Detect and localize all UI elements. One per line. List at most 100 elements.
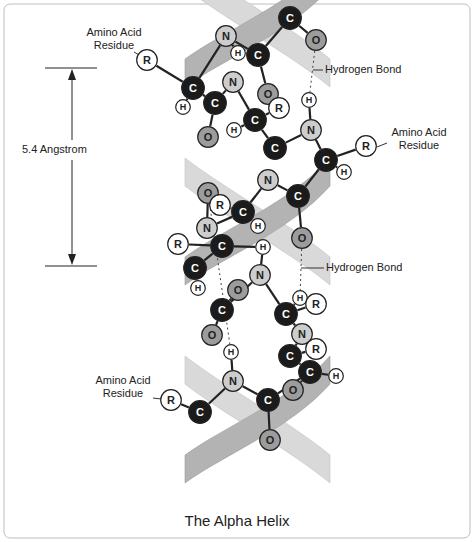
atom-circle: C	[256, 388, 280, 412]
covalent-bond	[199, 45, 220, 78]
atom-symbol: R	[312, 299, 320, 310]
atom-symbol: N	[229, 376, 237, 387]
atom-circle: N	[249, 264, 271, 286]
atom-symbol: C	[211, 98, 219, 109]
covalent-bond	[267, 412, 270, 429]
atom-circle: C	[243, 108, 267, 132]
dimension-arrowhead	[68, 69, 76, 80]
atom-circle: N	[215, 25, 237, 47]
atom-circle: H	[336, 164, 352, 180]
atom-circle: H	[328, 368, 344, 384]
atom-symbol: C	[322, 155, 330, 166]
atom-symbol: C	[294, 191, 302, 202]
atom-symbol: O	[264, 89, 273, 100]
atom-symbol: O	[266, 435, 275, 446]
atom-circle: R	[305, 338, 327, 360]
atom-circle: R	[167, 233, 189, 255]
atom-symbol: O	[298, 233, 307, 244]
atom-symbol: C	[251, 115, 259, 126]
atom-symbol: R	[216, 200, 224, 211]
covalent-bond	[308, 108, 311, 119]
atom-circle: O	[197, 126, 219, 148]
atom-symbol: O	[234, 285, 243, 296]
atom-symbol: R	[362, 141, 370, 152]
atom-symbol: R	[143, 55, 151, 66]
dimension-label: 5.4 Angstrom	[22, 143, 102, 156]
atom-symbol: R	[167, 395, 175, 406]
atom-symbol: N	[222, 31, 230, 42]
atom-symbol: H	[180, 103, 187, 112]
covalent-bond	[210, 115, 212, 126]
covalent-bond	[181, 404, 189, 407]
atom-symbol: N	[229, 77, 237, 88]
atom-symbol: N	[307, 125, 315, 136]
atom-symbol: C	[306, 367, 314, 378]
atom-symbol: H	[228, 348, 235, 357]
atom-symbol: C	[264, 395, 272, 406]
atom-symbol: C	[218, 241, 226, 252]
covalent-bond	[239, 92, 249, 110]
covalent-bond	[266, 27, 282, 46]
atom-symbol: C	[218, 305, 226, 316]
bond-label: Hydrogen Bond	[326, 261, 426, 274]
atom-circle: O	[282, 379, 304, 401]
covalent-bond	[232, 45, 233, 46]
covalent-bond	[299, 26, 307, 33]
atom-symbol: H	[235, 49, 242, 58]
atom-circle: O	[227, 279, 249, 301]
atom-circle: O	[201, 324, 223, 346]
atom-circle: N	[222, 71, 244, 93]
covalent-bond	[262, 130, 268, 138]
atom-circle: H	[190, 280, 206, 296]
covalent-bond	[217, 217, 232, 224]
atom-symbol: H	[231, 126, 238, 135]
atom-symbol: H	[195, 284, 202, 293]
atom-circle: R	[160, 389, 182, 411]
atom-circle: O	[291, 227, 313, 249]
atom-circle: H	[230, 45, 246, 61]
atom-symbol: R	[312, 344, 320, 355]
atom-circle: C	[231, 200, 255, 224]
covalent-bond	[241, 125, 244, 126]
atom-circle: H	[250, 218, 266, 234]
atom-symbol: R	[275, 103, 283, 114]
atom-circle: O	[259, 429, 281, 451]
leader-line	[134, 52, 387, 399]
atom-symbol: C	[189, 83, 197, 94]
covalent-bond	[322, 373, 328, 376]
atom-circle: R	[209, 194, 231, 216]
atom-circle: C	[246, 43, 270, 67]
covalent-bond	[204, 254, 212, 261]
figure-caption: The Alpha Helix	[0, 512, 474, 529]
atom-circle: C	[203, 91, 227, 115]
atom-circle: C	[298, 360, 322, 384]
covalent-bond	[337, 150, 355, 156]
atom-symbol: C	[254, 50, 262, 61]
atom-symbol: C	[196, 407, 204, 418]
atom-circle: N	[300, 119, 322, 141]
atom-circle: C	[263, 136, 287, 160]
atom-circle: C	[286, 184, 310, 208]
covalent-bond	[293, 323, 295, 325]
atom-symbol: R	[174, 239, 182, 250]
covalent-bond	[299, 363, 300, 364]
atom-circle: C	[210, 234, 234, 258]
covalent-bond	[243, 386, 258, 394]
covalent-bond	[230, 360, 233, 370]
atom-symbol: N	[264, 175, 272, 186]
covalent-bond	[286, 135, 301, 143]
atom-symbol: O	[208, 330, 217, 341]
atom-symbol: O	[312, 35, 321, 46]
atom-circle: C	[274, 302, 298, 326]
covalent-bond	[299, 208, 301, 227]
covalent-bond	[266, 113, 269, 115]
residue-label: Amino Acid Residue	[388, 126, 450, 152]
covalent-bond	[216, 321, 217, 325]
residue-label: Amino Acid Residue	[84, 26, 144, 52]
atom-circle: H	[255, 239, 271, 255]
atom-circle: H	[175, 99, 191, 115]
covalent-bond	[209, 389, 225, 404]
